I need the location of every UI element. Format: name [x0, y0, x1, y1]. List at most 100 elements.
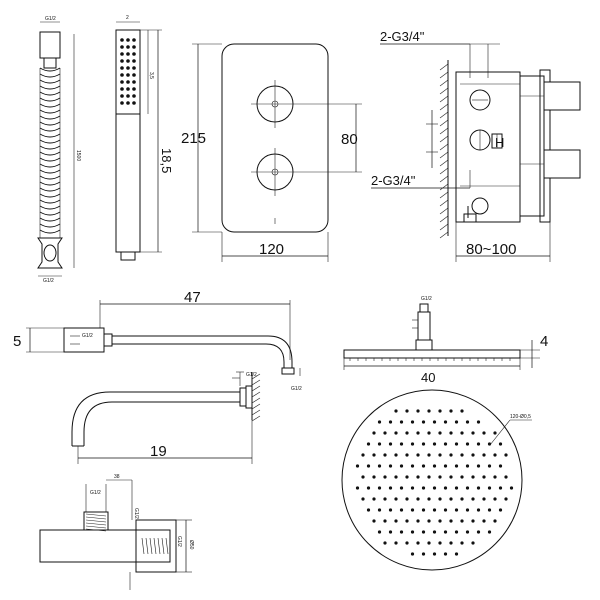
- hatch-line: [439, 71, 449, 79]
- nozzle-dot: [449, 409, 453, 413]
- nozzle-dot: [443, 530, 448, 534]
- hatch-line: [439, 103, 449, 111]
- hand-nozzle-dot: [120, 101, 124, 105]
- hand-nozzle-dot: [120, 52, 124, 56]
- hatch-line: [251, 415, 261, 422]
- nozzle-dot: [383, 475, 387, 479]
- hand-nozzle-dot: [132, 45, 136, 49]
- hatch-line: [439, 191, 449, 199]
- nozzle-dot: [438, 497, 442, 501]
- hatch-line: [251, 409, 261, 416]
- hose-bottom-thread-label: G1/2: [43, 278, 54, 284]
- spout-wall-hatch: [251, 373, 261, 422]
- hand-nozzle-dot: [120, 38, 124, 42]
- hatch-line: [251, 385, 261, 392]
- nozzle-dot: [454, 486, 459, 490]
- nozzle-dot: [388, 486, 393, 490]
- hatch-line: [251, 403, 261, 410]
- hose-coil: [39, 151, 61, 156]
- wall-hatch: [439, 63, 449, 239]
- hatch-line: [439, 127, 449, 135]
- hand-shower-length-label: 18,5: [159, 148, 174, 173]
- nozzle-dot: [476, 420, 481, 424]
- nozzle-dot: [416, 497, 420, 501]
- hand-nozzle-dot: [132, 80, 136, 84]
- nozzle-dot: [372, 453, 376, 457]
- nozzle-dot: [476, 464, 481, 468]
- nozzle-dot: [394, 409, 398, 413]
- nozzle-dot: [438, 453, 442, 457]
- nozzle-dot: [460, 431, 464, 435]
- nozzle-dot: [493, 519, 497, 523]
- nozzle-dot: [410, 442, 415, 446]
- hatch-line: [439, 63, 449, 71]
- nozzle-dot: [421, 530, 426, 534]
- nozzle-dot: [383, 453, 387, 457]
- nozzle-dot: [487, 486, 492, 490]
- hose-coil: [39, 205, 61, 210]
- nozzle-dot: [361, 497, 365, 501]
- hatch-line: [439, 159, 449, 167]
- hose-coil: [39, 121, 61, 126]
- nozzle-dot: [405, 453, 409, 457]
- handle-spacing-label: 80: [341, 131, 358, 148]
- nozzle-dot: [487, 508, 492, 512]
- hatch-line: [439, 175, 449, 183]
- nozzle-dot: [399, 486, 404, 490]
- nozzle-dot: [465, 530, 470, 534]
- hatch-line: [439, 87, 449, 95]
- nozzle-dot: [482, 453, 486, 457]
- hand-nozzle-dot: [120, 59, 124, 63]
- nozzle-dot: [498, 442, 503, 446]
- nozzle-dot: [372, 431, 376, 435]
- nozzle-dot: [427, 475, 431, 479]
- nozzle-dot: [454, 464, 459, 468]
- hose-coil: [39, 115, 61, 120]
- spout-view: G1/2 19: [71, 371, 261, 464]
- nozzle-dot: [366, 486, 371, 490]
- wall-outlet-view: G1/2 38 G1/2 G1/2 Ø50: [39, 474, 194, 590]
- hose-coil: [39, 109, 61, 114]
- nozzle-dot: [405, 409, 409, 413]
- nozzle-dot: [394, 497, 398, 501]
- nozzle-dot: [388, 442, 393, 446]
- nozzle-dot: [443, 442, 448, 446]
- hose-coil: [39, 163, 61, 168]
- hand-nozzle-dot: [126, 52, 130, 56]
- nozzle-dot: [377, 508, 382, 512]
- nozzle-dot: [454, 508, 459, 512]
- hand-nozzle-dot: [126, 73, 130, 77]
- nozzle-dot: [465, 420, 470, 424]
- valve-depth-label: 80~100: [466, 241, 516, 258]
- thread-line: [161, 537, 165, 555]
- nozzle-dot: [498, 486, 503, 490]
- hose-top-thread-label: G1/2: [45, 16, 56, 22]
- hose-coil: [39, 187, 61, 192]
- nozzle-dot: [460, 453, 464, 457]
- hose-coil: [39, 127, 61, 132]
- spout-length-label: 19: [150, 443, 167, 460]
- shower-head-nozzle-grid: [355, 409, 514, 556]
- nozzle-dot: [377, 442, 382, 446]
- nozzle-dot: [427, 519, 431, 523]
- hose-coil: [39, 133, 61, 138]
- nozzle-dot: [427, 541, 431, 545]
- nozzle-dot: [443, 464, 448, 468]
- nozzle-dot: [405, 497, 409, 501]
- nozzle-dot: [471, 431, 475, 435]
- nozzle-dot: [410, 486, 415, 490]
- hose-coil: [39, 79, 61, 84]
- hatch-line: [439, 215, 449, 223]
- nozzle-dot: [366, 442, 371, 446]
- nozzle-dot: [421, 552, 426, 556]
- nozzle-dot: [465, 464, 470, 468]
- nozzle-dot: [427, 409, 431, 413]
- hatch-line: [439, 183, 449, 191]
- nozzle-dot: [460, 497, 464, 501]
- nozzle-dot: [399, 530, 404, 534]
- nozzle-dot: [388, 508, 393, 512]
- hand-nozzle-dot: [120, 45, 124, 49]
- nozzle-dot: [372, 497, 376, 501]
- nozzle-dot: [449, 475, 453, 479]
- nozzle-dot: [438, 475, 442, 479]
